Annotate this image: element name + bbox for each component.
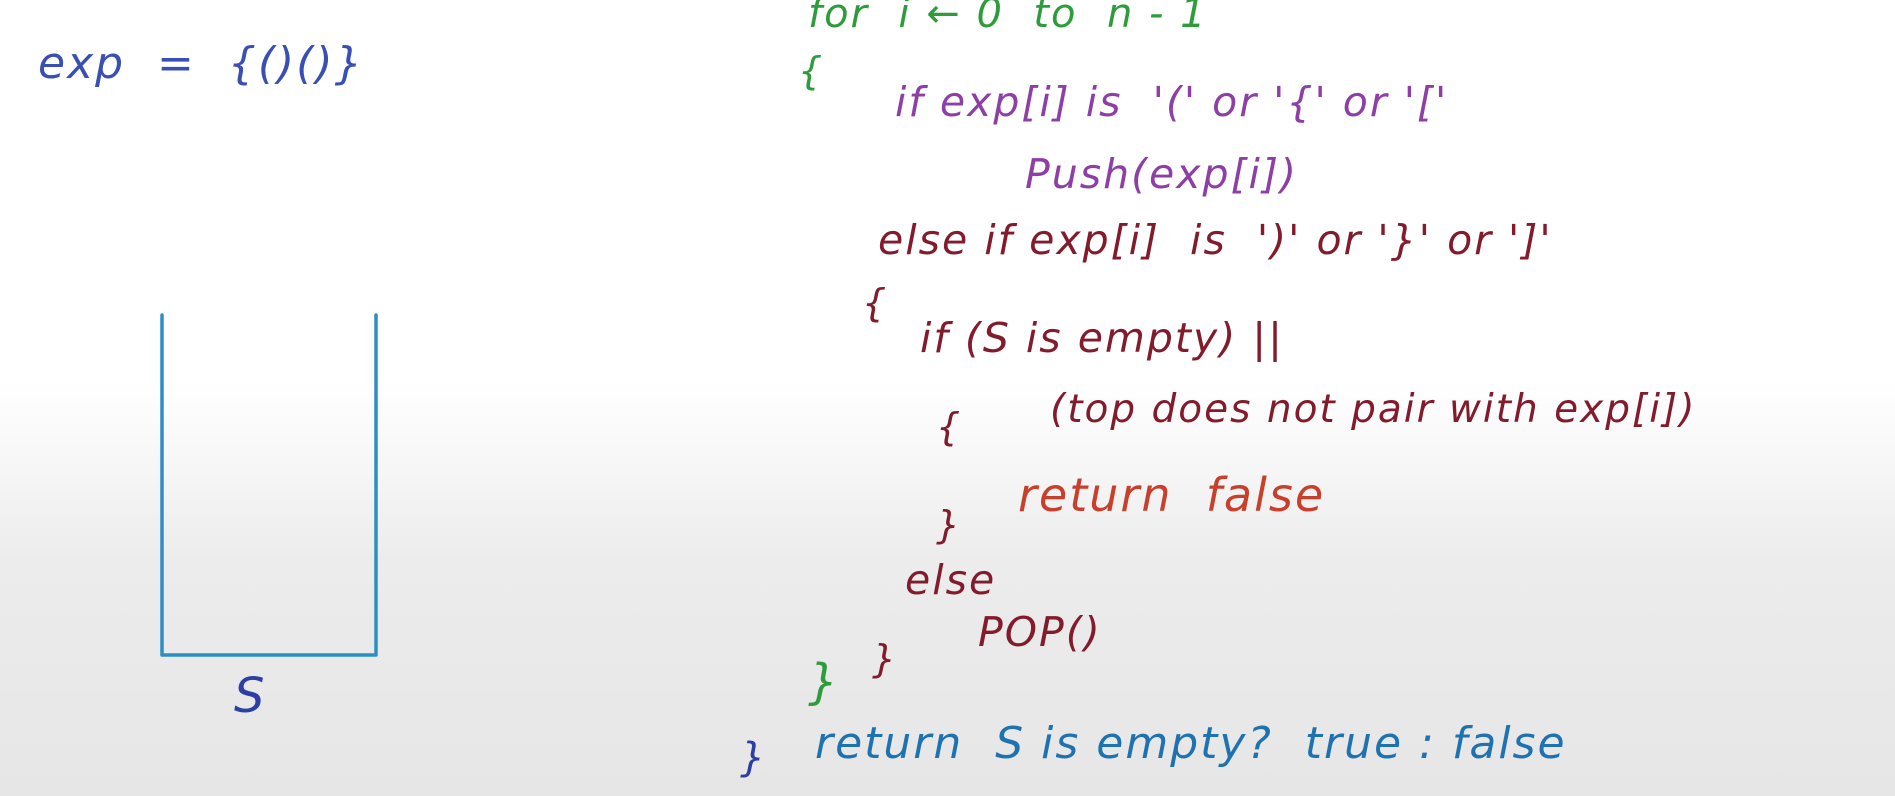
if-close-brace: } (936, 503, 963, 547)
else-if-line: else if exp[i] is ')' or '}' or ']' (878, 216, 1553, 264)
else-line: else (905, 556, 997, 604)
return-false-line: return false (1018, 468, 1326, 522)
expression-text: exp = {()()} (38, 38, 365, 89)
return-line: return S is empty? true : false (815, 718, 1567, 769)
for-close-brace: } (808, 654, 841, 710)
function-close-brace: } (740, 735, 768, 781)
for-open-brace: { (798, 49, 825, 93)
else-if-open-brace: { (862, 281, 889, 325)
if-empty-line: if (S is empty) || (920, 314, 1284, 362)
if-open-brace: { (936, 405, 963, 449)
top-pair-line: (top does not pair with exp[i]) (1050, 387, 1697, 432)
stack-outline (160, 313, 378, 657)
push-line: Push(exp[i]) (1025, 150, 1298, 198)
stack-label: S (234, 668, 267, 724)
for-loop-line: for i ← 0 to n - 1 (808, 0, 1208, 37)
pop-line: POP() (978, 608, 1102, 656)
if-open-bracket-line: if exp[i] is '(' or '{' or '[' (895, 78, 1449, 126)
stack-diagram (160, 313, 378, 657)
else-if-close-brace: } (872, 637, 899, 681)
